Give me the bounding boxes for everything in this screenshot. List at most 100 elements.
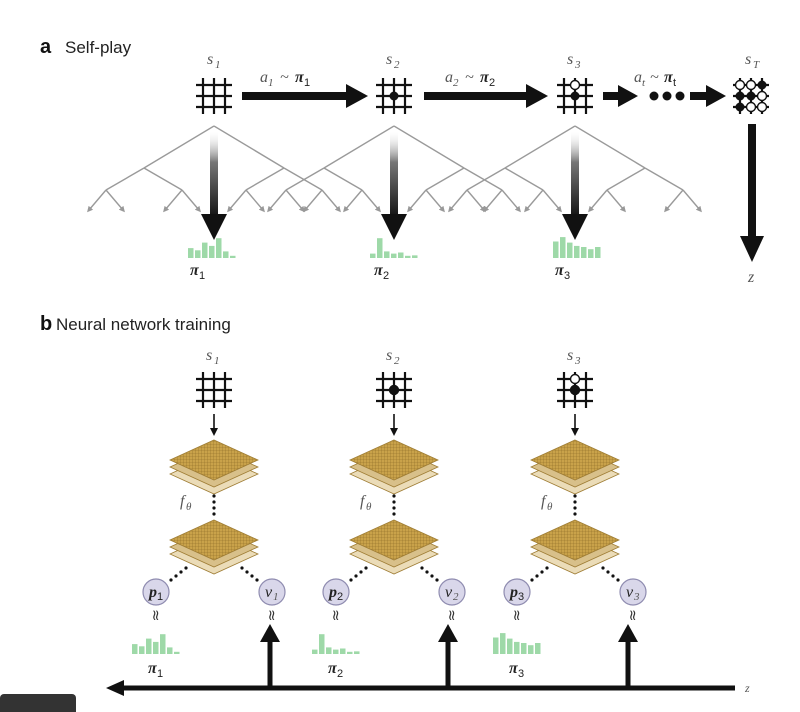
policy-bar bbox=[581, 247, 587, 258]
policy-bar bbox=[347, 651, 353, 654]
svg-text:π: π bbox=[480, 69, 490, 86]
svg-text:f: f bbox=[360, 493, 367, 510]
panel-b-title: Neural network training bbox=[56, 315, 231, 334]
black-stone-icon bbox=[570, 91, 580, 101]
svg-text:p: p bbox=[147, 584, 157, 601]
svg-text:2: 2 bbox=[489, 77, 495, 89]
board-icon bbox=[376, 372, 412, 408]
policy-bar bbox=[588, 249, 594, 258]
policy-bar bbox=[405, 255, 411, 258]
svg-text:f: f bbox=[541, 493, 548, 510]
policy-bar bbox=[202, 242, 208, 258]
policy-bar bbox=[319, 634, 325, 654]
svg-text:≈: ≈ bbox=[327, 609, 345, 622]
policy-bar bbox=[333, 649, 339, 654]
policy-bar bbox=[326, 647, 332, 654]
policy-bar bbox=[528, 645, 534, 654]
policy-bar bbox=[500, 633, 506, 654]
policy-label-pi3: π 3 bbox=[555, 262, 570, 282]
svg-text:v: v bbox=[445, 584, 453, 601]
state-label-s2: s 2 bbox=[386, 51, 400, 71]
target-policy-histogram bbox=[132, 634, 180, 654]
panel-b-letter: b bbox=[40, 313, 52, 335]
policy-bar bbox=[312, 649, 318, 654]
svg-text:v: v bbox=[265, 584, 273, 601]
policy-histogram-2 bbox=[370, 238, 418, 258]
board-sT bbox=[733, 78, 769, 114]
svg-text:p: p bbox=[327, 584, 337, 601]
svg-text:a: a bbox=[260, 69, 268, 86]
svg-text:1: 1 bbox=[304, 77, 310, 89]
svg-text:3: 3 bbox=[574, 355, 581, 367]
svg-text:π: π bbox=[190, 262, 200, 279]
svg-text:1: 1 bbox=[268, 77, 274, 89]
policy-bar bbox=[209, 245, 215, 258]
outcome-path-b: z bbox=[106, 624, 750, 696]
svg-text:a: a bbox=[445, 69, 453, 86]
panel-a-title: Self-play bbox=[65, 38, 132, 57]
search-tree-1 bbox=[87, 125, 341, 240]
svg-text:π: π bbox=[509, 660, 519, 677]
svg-text:z: z bbox=[747, 269, 755, 286]
network-layer-stack bbox=[349, 519, 439, 575]
policy-bar bbox=[139, 646, 145, 654]
svg-text:s: s bbox=[207, 51, 213, 68]
search-tree-3 bbox=[448, 125, 702, 240]
policy-bar bbox=[384, 251, 390, 258]
svg-text:s: s bbox=[386, 51, 392, 68]
svg-text:3: 3 bbox=[574, 59, 581, 71]
policy-bar bbox=[493, 637, 499, 654]
white-stone-icon bbox=[569, 79, 581, 91]
svg-text:π: π bbox=[664, 69, 674, 86]
search-trees bbox=[87, 125, 702, 240]
policy-bar bbox=[160, 634, 166, 654]
svg-text:θ: θ bbox=[366, 501, 372, 513]
svg-text:≈: ≈ bbox=[147, 609, 165, 622]
svg-text:3: 3 bbox=[518, 668, 524, 680]
policy-bar bbox=[514, 641, 520, 654]
policy-bar bbox=[223, 251, 229, 258]
policy-bar bbox=[560, 237, 566, 258]
svg-text:2: 2 bbox=[337, 591, 343, 603]
policy-bar bbox=[195, 250, 201, 258]
footer-tab bbox=[0, 694, 76, 712]
svg-text:π: π bbox=[295, 69, 305, 86]
svg-text:f: f bbox=[180, 493, 187, 510]
svg-text:~: ~ bbox=[465, 69, 474, 86]
policy-bar bbox=[595, 247, 601, 258]
search-tree-2 bbox=[267, 125, 521, 240]
svg-text:2: 2 bbox=[337, 668, 343, 680]
black-stone-icon bbox=[389, 91, 399, 101]
policy-bar bbox=[391, 253, 397, 258]
policy-bar bbox=[370, 253, 376, 258]
svg-text:s: s bbox=[567, 347, 573, 364]
svg-text:1: 1 bbox=[157, 591, 163, 603]
policy-bar bbox=[230, 255, 236, 258]
policy-bar bbox=[521, 643, 527, 654]
svg-text:π: π bbox=[555, 262, 565, 279]
board-s1 bbox=[196, 78, 232, 114]
policy-bar bbox=[354, 651, 360, 654]
svg-text:2: 2 bbox=[394, 59, 400, 71]
svg-text:≈: ≈ bbox=[508, 609, 526, 622]
svg-text:≈: ≈ bbox=[263, 609, 281, 622]
svg-text:s: s bbox=[567, 51, 573, 68]
svg-text:3: 3 bbox=[633, 591, 640, 603]
svg-text:v: v bbox=[626, 584, 634, 601]
svg-text:2: 2 bbox=[383, 270, 389, 282]
policy-histogram-1 bbox=[188, 238, 236, 258]
board-s2 bbox=[376, 78, 412, 114]
svg-text:~: ~ bbox=[650, 69, 659, 86]
policy-bar bbox=[377, 238, 383, 258]
policy-bar bbox=[146, 638, 152, 654]
network-layer-stack bbox=[169, 439, 259, 495]
network-layer-stack bbox=[349, 439, 439, 495]
policy-bar bbox=[535, 643, 541, 654]
